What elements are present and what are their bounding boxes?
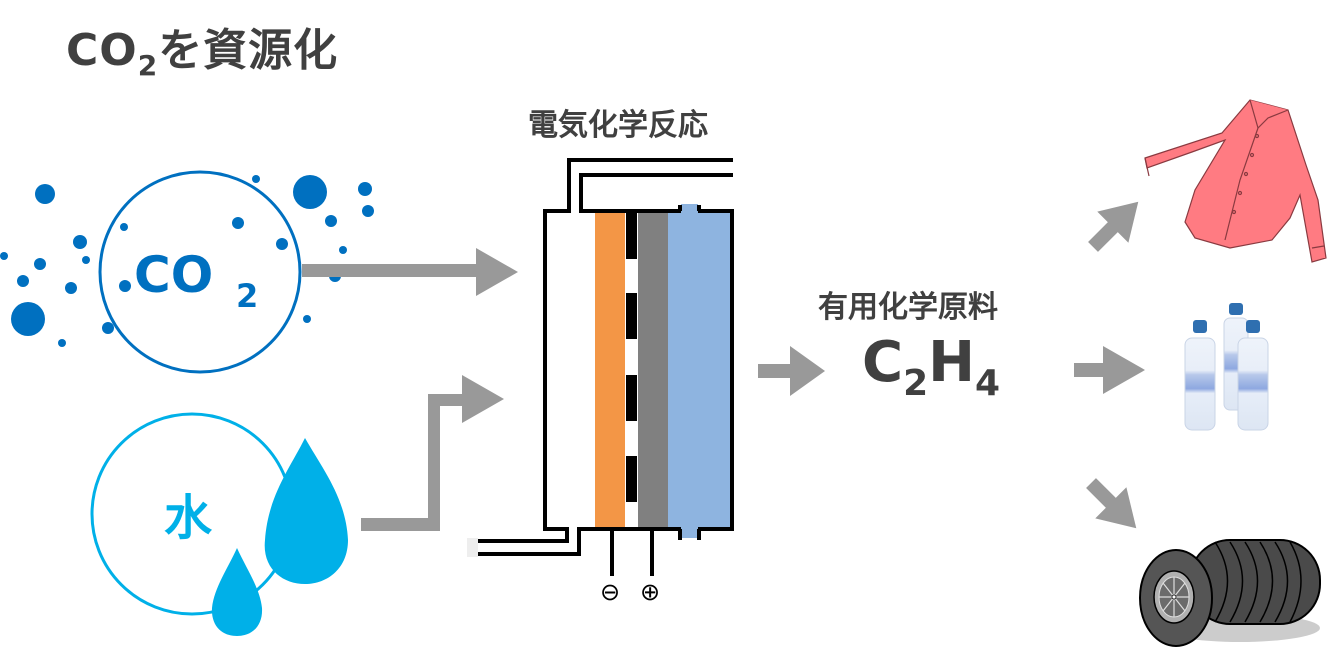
anode-layer — [638, 213, 668, 527]
negative-terminal-icon: ⊖ — [600, 578, 620, 606]
arrow-to-tires — [1086, 478, 1137, 529]
positive-terminal-icon: ⊕ — [640, 578, 660, 606]
reaction-label: 電気化学反応 — [528, 108, 708, 143]
co2-label: CO — [134, 246, 213, 304]
formula-c-sub: 2 — [903, 363, 929, 404]
arrow-co2-to-reactor — [302, 248, 518, 296]
product-label: 有用化学原料 — [818, 290, 998, 325]
arrow-to-bottles — [1074, 346, 1145, 394]
arrow-to-shirt — [1088, 201, 1139, 252]
co2-subscript: 2 — [236, 277, 258, 315]
title-subscript: 2 — [137, 49, 159, 82]
tires-icon — [1139, 539, 1321, 647]
diagram-title: CO2を資源化 — [66, 14, 338, 82]
title-suffix: を資源化 — [158, 25, 339, 76]
cathode-layer — [595, 213, 625, 527]
membrane-layer — [626, 213, 637, 502]
arrow-water-to-reactor — [361, 375, 504, 531]
co2-bubbles — [0, 175, 374, 347]
co2-circle — [98, 170, 302, 374]
product-formula: C2H4 — [862, 330, 1000, 404]
water-drop-large-icon — [264, 438, 348, 584]
shirt-icon — [1144, 99, 1327, 263]
electrolyte-layer — [668, 213, 730, 527]
arrow-reactor-to-product — [758, 346, 825, 396]
electrochemical-cell — [467, 158, 734, 576]
formula-h-sub: 4 — [975, 363, 1001, 404]
title-prefix: CO — [66, 25, 138, 76]
bottles-icon — [1184, 303, 1269, 431]
formula-h: H — [928, 330, 976, 395]
water-label: 水 — [164, 490, 213, 546]
water-drop-small-icon — [211, 548, 263, 636]
formula-c: C — [862, 330, 904, 395]
